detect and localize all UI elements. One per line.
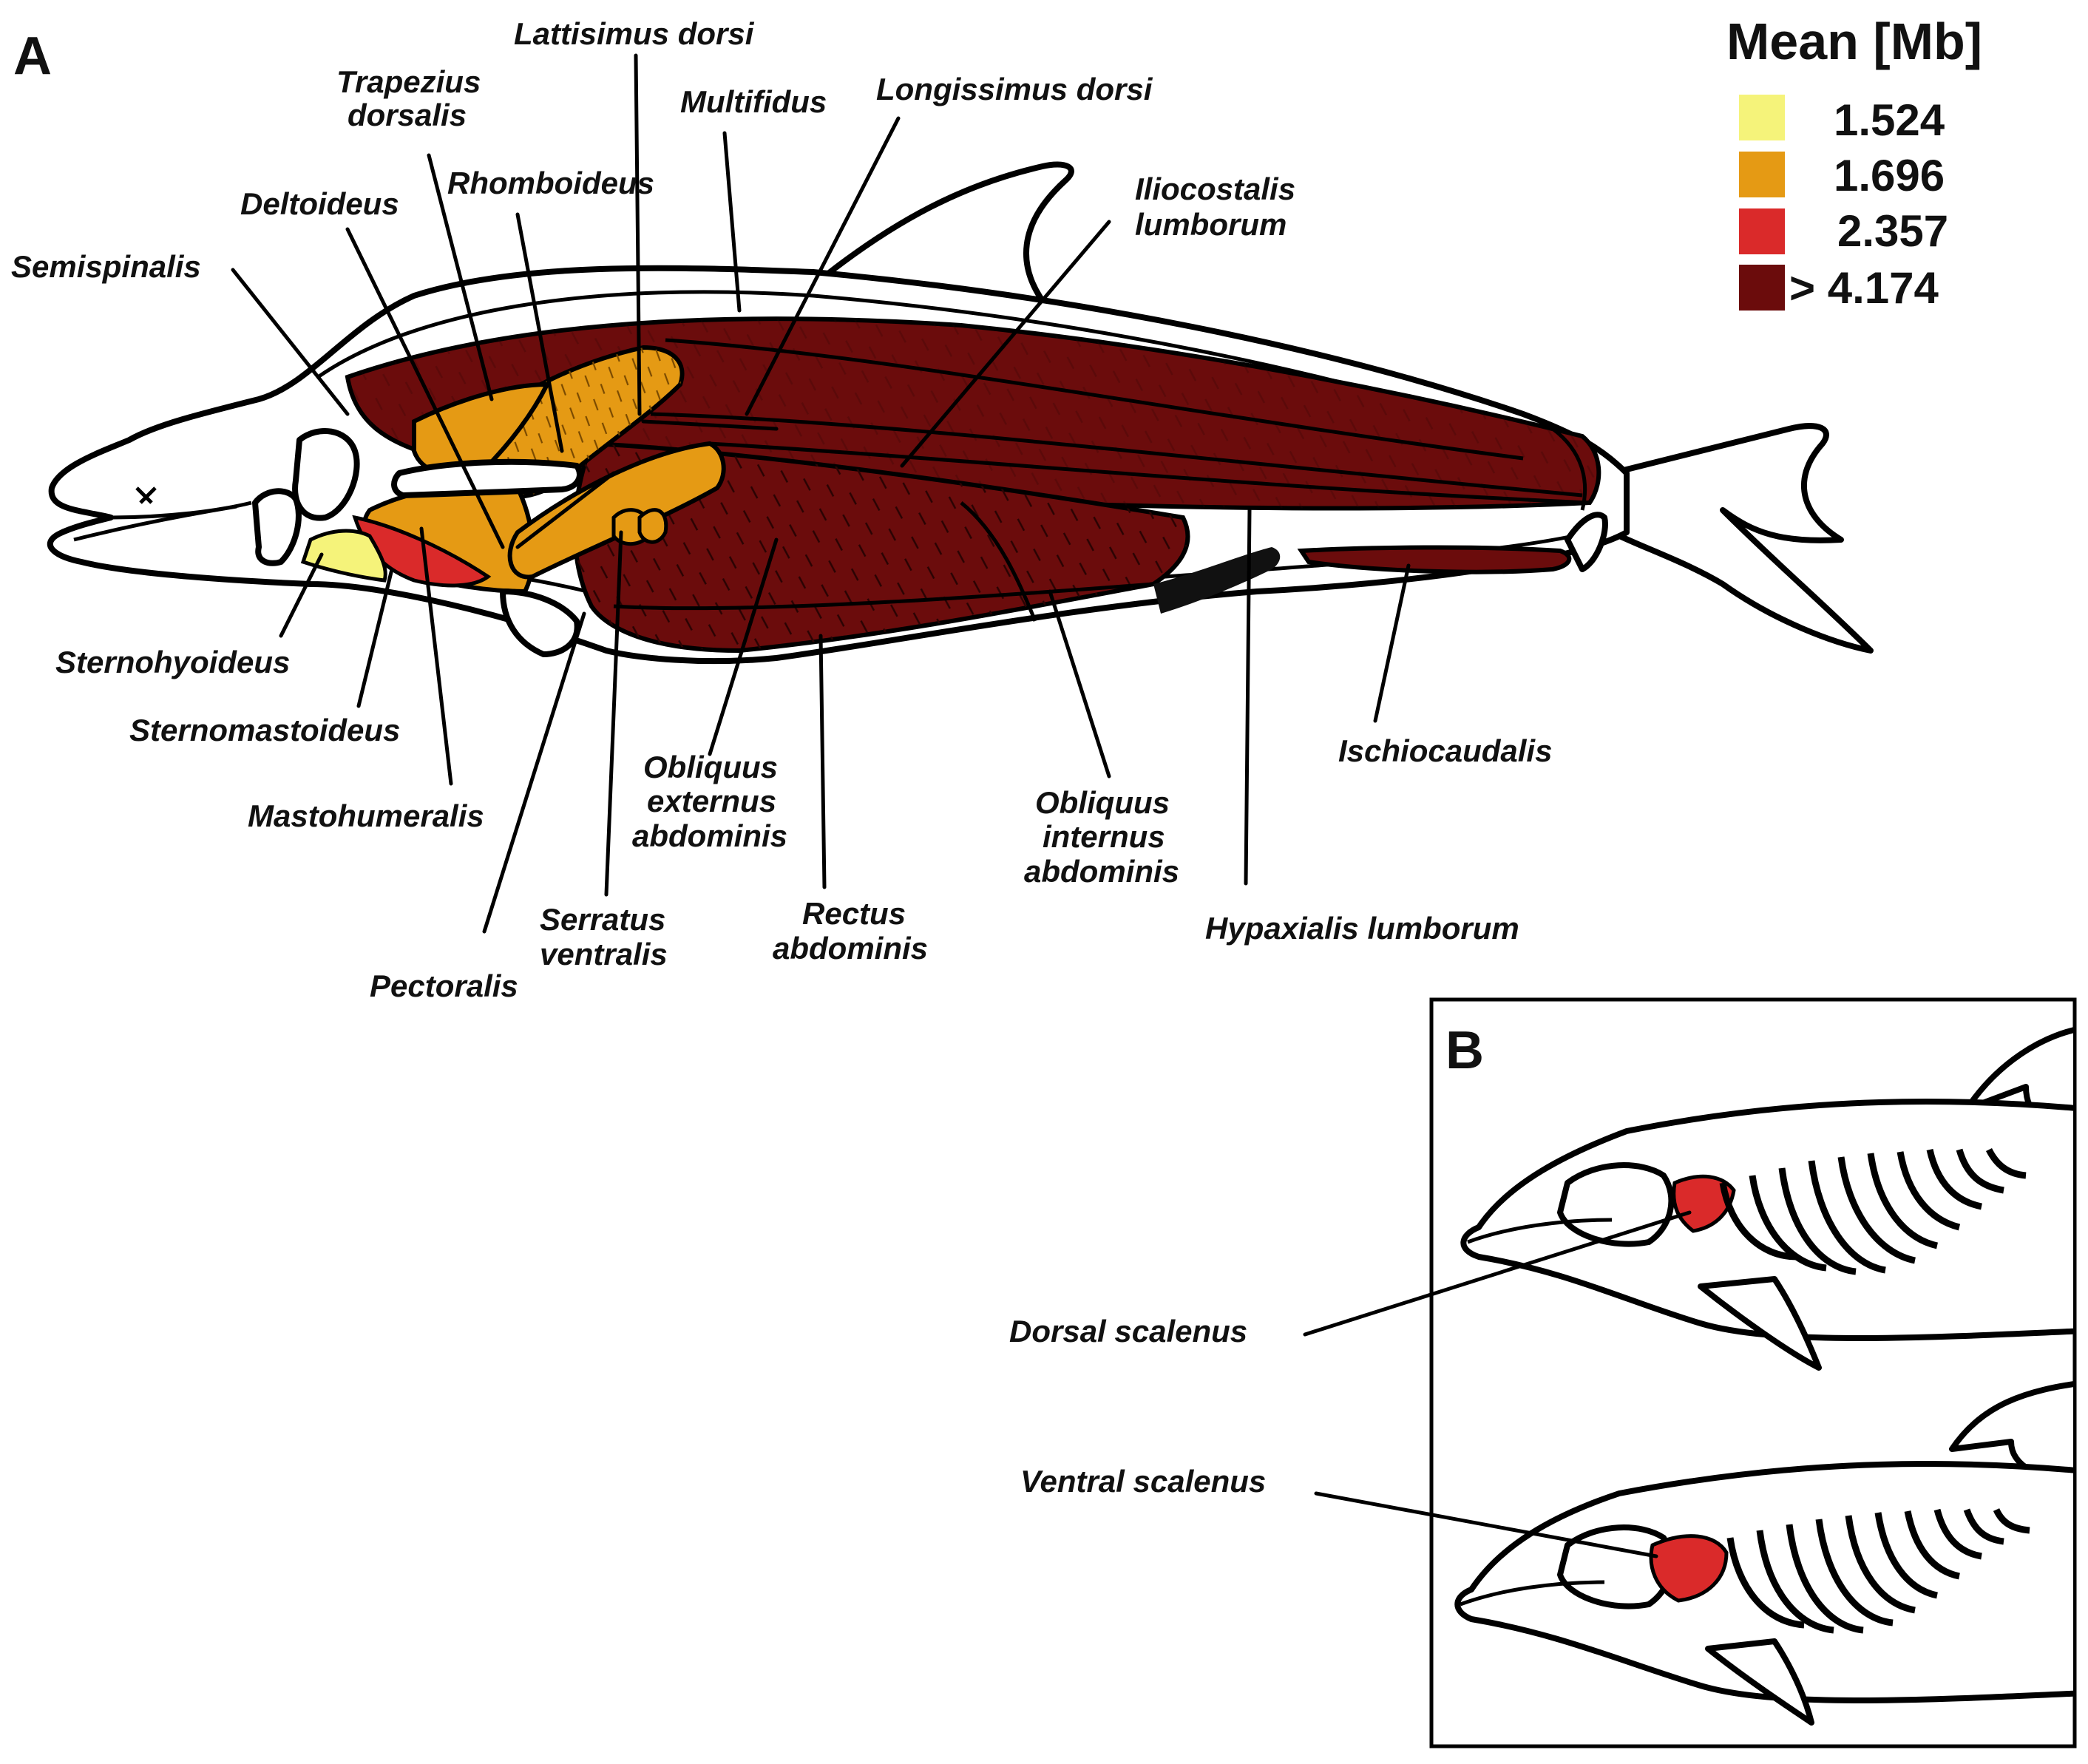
leader-rhomboideus — [515, 212, 564, 453]
leader-hypaxialis — [1244, 508, 1252, 886]
epaxial-line-1 — [665, 338, 1524, 461]
label-multifidus: Multifidus — [680, 84, 827, 119]
leader-longissimus — [745, 116, 901, 416]
leader-rectus — [818, 634, 827, 889]
label-lattisimus-dorsi: Lattisimus dorsi — [514, 16, 755, 51]
label-sternohyoideus: Sternohyoideus — [55, 645, 290, 679]
label-trapezius-2: dorsalis — [348, 98, 467, 132]
panel-a-label: A — [13, 27, 52, 86]
leader-deltoideus — [345, 227, 505, 549]
tail-fluke — [1609, 423, 1874, 654]
label-ventral-scalenus: Ventral scalenus — [1020, 1464, 1266, 1499]
ventral-scalenus-muscle — [1649, 1534, 1729, 1603]
abdominal-division — [960, 501, 1037, 622]
label-trapezius-1: Trapezius — [336, 64, 481, 99]
leader-multifidus — [722, 131, 742, 313]
ischiocaudalis-muscle — [1297, 545, 1572, 574]
leader-trapezius — [427, 153, 494, 401]
label-pectoralis: Pectoralis — [370, 968, 518, 1003]
panel-b-drawings — [1454, 1027, 2073, 1726]
dolphin-bottom-flipper — [1705, 1638, 1814, 1726]
dorsal-fin — [825, 161, 1074, 313]
label-rectus-2: abdominis — [773, 931, 928, 966]
dolphin-bottom-body — [1454, 1461, 2073, 1703]
ventral-edge — [613, 582, 1154, 611]
leader-semispinalis — [231, 268, 350, 416]
legend-title: Mean [Mb] — [1726, 13, 1982, 70]
label-sternomastoideus: Sternomastoideus — [129, 713, 400, 747]
label-iliocostalis-1: Iliocostalis — [1135, 172, 1295, 206]
label-ischiocaudalis: Ischiocaudalis — [1338, 733, 1552, 768]
dolphin-top-flipper — [1698, 1276, 1822, 1371]
leader-obliquus-int — [1048, 589, 1111, 778]
humerus-black-bar — [515, 471, 616, 549]
epaxial-line-4 — [1551, 427, 1587, 511]
epaxial-line-3 — [709, 441, 1590, 505]
label-dorsal-scalenus: Dorsal scalenus — [1009, 1314, 1247, 1349]
label-rhomboideus: Rhomboideus — [447, 166, 654, 200]
label-deltoideus: Deltoideus — [240, 186, 399, 221]
label-rectus-1: Rectus — [802, 896, 906, 931]
leader-pectoralis — [482, 611, 586, 934]
legend-swatch-2 — [1739, 152, 1785, 197]
leader-obliquus-ext — [708, 537, 779, 756]
label-obliquus-ext-3: abdominis — [632, 818, 787, 853]
spine-line — [641, 419, 779, 431]
legend-value-3: 2.357 — [1837, 206, 1948, 256]
leader-dorsal-scalenus — [1303, 1210, 1692, 1337]
leader-sternohyoideus — [279, 552, 324, 638]
jaw-bone — [252, 488, 302, 566]
label-obliquus-ext-2: externus — [647, 784, 776, 818]
label-serratus-2: ventralis — [540, 937, 668, 971]
snout-top — [1467, 1218, 1613, 1244]
label-semispinalis: Semispinalis — [11, 249, 201, 284]
label-hypaxialis: Hypaxialis lumborum — [1205, 911, 1519, 946]
ribcage-bottom — [1726, 1507, 2030, 1634]
label-obliquus-int-3: abdominis — [1024, 854, 1179, 889]
leader-ventral-scalenus — [1314, 1491, 1658, 1558]
eye-mark — [135, 486, 157, 504]
snout-bottom — [1460, 1580, 1605, 1607]
skull-top — [1557, 1162, 1675, 1247]
legend-value-1: 1.524 — [1834, 95, 1945, 145]
dolphin-bottom-fin — [1949, 1381, 2073, 1487]
leader-ischiocaudalis — [1373, 563, 1411, 723]
legend-swatch-1 — [1739, 95, 1785, 140]
tail-bone — [1565, 512, 1608, 572]
panel-b-label: B — [1445, 1021, 1484, 1080]
leader-mastohumeralis — [419, 526, 453, 786]
humerus-orange — [507, 441, 726, 580]
legend: 1.524 1.696 2.357 > 4.174 — [1739, 95, 1948, 313]
label-iliocostalis-2: lumborum — [1135, 207, 1287, 242]
leader-iliocostalis — [900, 220, 1111, 468]
scapula-bone — [391, 458, 583, 498]
label-obliquus-int-2: internus — [1043, 819, 1165, 854]
label-serratus-1: Serratus — [540, 902, 665, 937]
legend-value-2: 1.696 — [1834, 151, 1945, 200]
leader-sternomastoideus — [356, 567, 394, 708]
epaxial-line-2 — [650, 412, 1583, 498]
flipper-bone — [500, 588, 580, 657]
leader-lattisimus — [634, 53, 642, 416]
ribcage-top — [1719, 1147, 2027, 1275]
legend-value-4: > 4.174 — [1789, 263, 1939, 313]
leader-serratus — [604, 530, 623, 897]
sternohyoideus-muscle — [300, 529, 387, 583]
legend-swatch-4 — [1739, 265, 1785, 311]
dorsal-scalenus-muscle — [1672, 1174, 1736, 1233]
jaw-line — [110, 501, 252, 520]
legend-swatch-3 — [1739, 208, 1785, 254]
label-mastohumeralis: Mastohumeralis — [248, 798, 484, 833]
serratus-muscle-2 — [637, 508, 668, 544]
label-obliquus-ext-1: Obliquus — [643, 750, 778, 784]
label-longissimus-dorsi: Longissimus dorsi — [876, 72, 1153, 106]
label-obliquus-int-1: Obliquus — [1035, 785, 1170, 820]
